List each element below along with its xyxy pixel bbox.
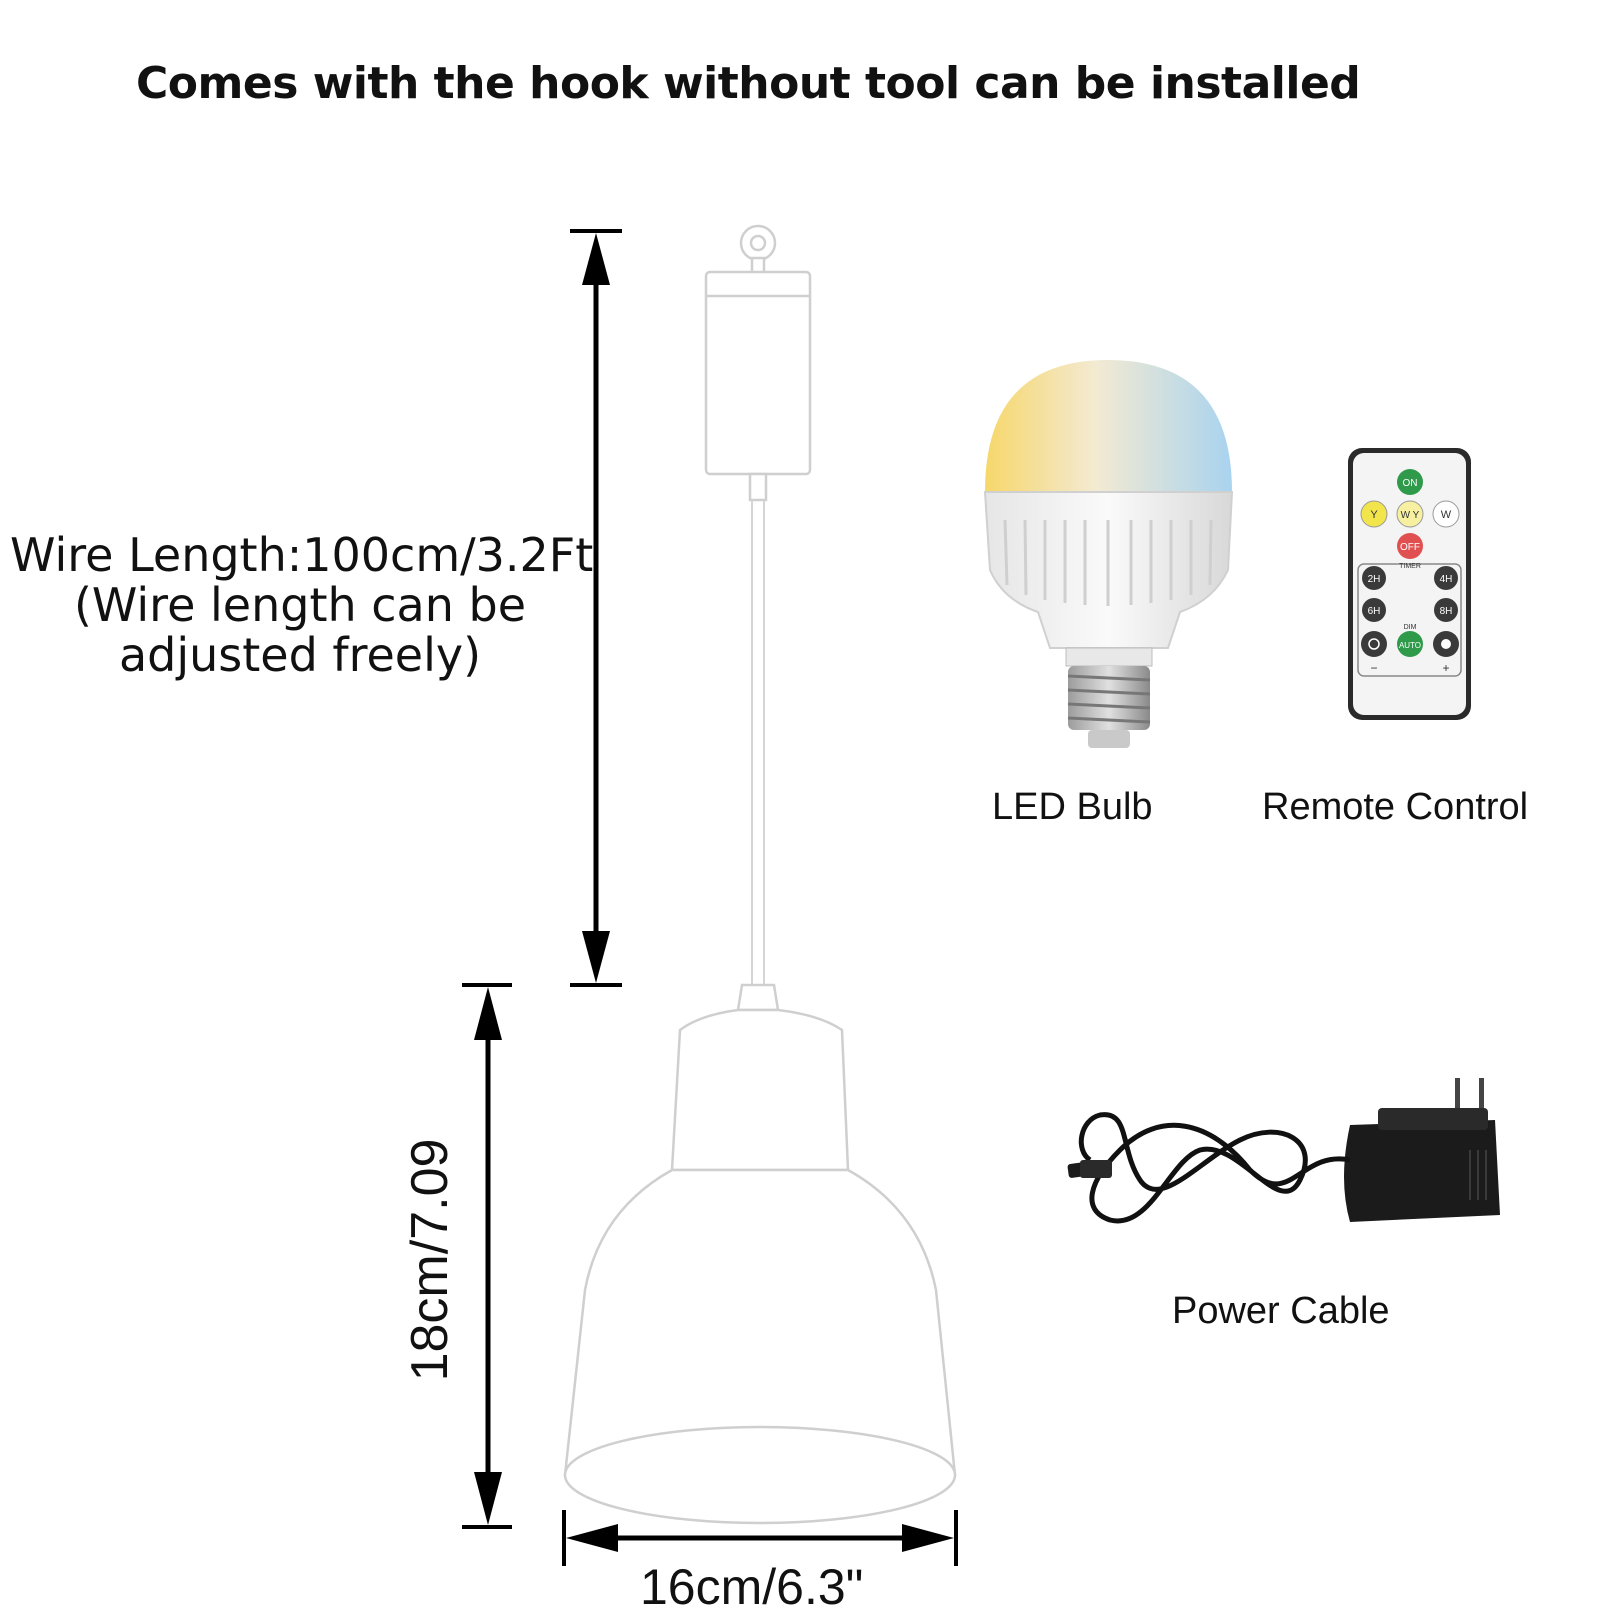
- remote-wy-button: [1396, 500, 1424, 528]
- remote-on-label: ON: [1403, 478, 1418, 489]
- remote-off-button: [1397, 533, 1423, 559]
- height-arrow: [462, 983, 512, 1529]
- svg-text:2H: 2H: [1368, 574, 1381, 585]
- remote-control-image: ON Y W Y W OFF TIMER 2H 4H 6H 8H DIM AUT…: [1348, 448, 1471, 720]
- remote-w-button: [1432, 500, 1460, 528]
- lamp-socket: [670, 1008, 850, 1172]
- power-adapter-image: [1067, 1078, 1500, 1224]
- remote-y-button: [1360, 500, 1388, 528]
- width-arrow: [562, 1510, 958, 1566]
- wire-length-line-3: adjusted freely): [118, 628, 482, 682]
- svg-text:DIM: DIM: [1404, 624, 1417, 631]
- wire-length-line-2: (Wire length can be: [73, 578, 527, 632]
- bulb-caption: LED Bulb: [992, 786, 1153, 828]
- wire-length-label: Wire Length:100cm/3.2Ft (Wire length can…: [10, 528, 594, 682]
- canopy: [704, 270, 812, 476]
- svg-text:Y: Y: [1370, 509, 1378, 521]
- height-label: 18cm/7.09: [401, 1138, 459, 1382]
- svg-text:W: W: [1441, 509, 1452, 521]
- wire-length-line-1: Wire Length:100cm/3.2Ft: [10, 528, 594, 582]
- headline: Comes with the hook without tool can be …: [136, 58, 1361, 109]
- dim-down-icon: [1361, 631, 1387, 657]
- svg-text:OFF: OFF: [1400, 542, 1420, 553]
- svg-text:4H: 4H: [1440, 574, 1453, 585]
- svg-text:W Y: W Y: [1401, 510, 1420, 521]
- svg-text:AUTO: AUTO: [1399, 641, 1421, 650]
- width-label: 16cm/6.3": [640, 1559, 864, 1615]
- svg-text:+: +: [1442, 661, 1449, 675]
- led-bulb-image: [983, 360, 1234, 748]
- pendant-lamp: [563, 224, 957, 1525]
- remote-caption: Remote Control: [1262, 786, 1529, 828]
- svg-text:8H: 8H: [1440, 606, 1453, 617]
- remote-on-button: [1397, 469, 1423, 495]
- power-caption: Power Cable: [1172, 1290, 1390, 1332]
- wire-length-arrow: [570, 229, 622, 987]
- svg-text:6H: 6H: [1368, 606, 1381, 617]
- svg-text:−: −: [1370, 661, 1377, 675]
- svg-text:TIMER: TIMER: [1399, 563, 1421, 570]
